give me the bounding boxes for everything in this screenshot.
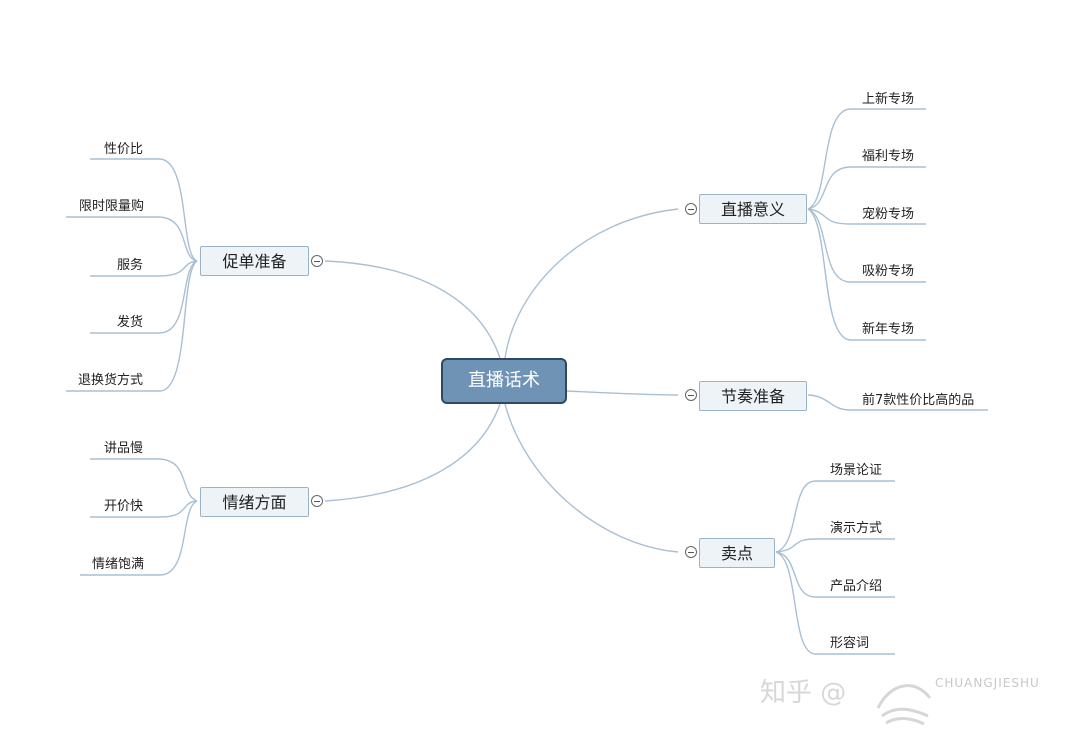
connector-b5-leaf-2	[90, 500, 198, 518]
collapse-toggle-b1[interactable]	[685, 203, 697, 215]
branch-node-b5[interactable]: 情绪方面	[200, 487, 309, 517]
leaf-b1-4[interactable]: 吸粉专场	[862, 264, 915, 279]
branch-node-b3[interactable]: 卖点	[699, 538, 775, 568]
leaf-b1-3[interactable]: 宠粉专场	[862, 207, 915, 222]
connector-b1-leaf-4	[807, 208, 926, 283]
branch-node-b4[interactable]: 促单准备	[200, 246, 309, 276]
leaf-b2-1[interactable]: 前7款性价比高的品	[862, 393, 975, 408]
connector-central-b2	[566, 390, 679, 396]
connector-b1-leaf-1	[807, 108, 926, 210]
connector-b4-leaf-4	[90, 260, 198, 334]
connector-b1-leaf-5	[807, 208, 926, 341]
collapse-toggle-b2[interactable]	[685, 389, 697, 401]
connector-b4-leaf-1	[90, 158, 198, 262]
leaf-b5-1[interactable]: 讲品慢	[104, 441, 144, 456]
connector-b3-leaf-4	[775, 551, 895, 655]
connector-central-b5	[324, 403, 501, 502]
central-node[interactable]: 直播话术	[441, 358, 567, 404]
leaf-b4-4[interactable]: 发货	[117, 315, 144, 330]
connector-b4-leaf-3	[90, 260, 198, 277]
leaf-b3-4[interactable]: 形容词	[830, 636, 870, 651]
leaf-b3-2[interactable]: 演示方式	[830, 521, 883, 536]
leaf-b1-1[interactable]: 上新专场	[862, 92, 915, 107]
branch-node-b2[interactable]: 节奏准备	[699, 381, 807, 411]
connector-b4-leaf-2	[66, 216, 198, 262]
watermark-logo-icon	[876, 684, 932, 726]
collapse-toggle-b3[interactable]	[685, 546, 697, 558]
leaf-b4-2[interactable]: 限时限量购	[79, 199, 145, 214]
leaf-b4-3[interactable]: 服务	[117, 258, 144, 273]
leaf-b1-5[interactable]: 新年专场	[862, 322, 915, 337]
leaf-b5-2[interactable]: 开价快	[104, 499, 144, 514]
watermark-logo-text: CHUANGJIESHU	[935, 676, 1040, 690]
connector-b1-leaf-3	[807, 208, 926, 225]
connector-b3-leaf-2	[775, 538, 895, 553]
connector-central-b1	[504, 208, 679, 359]
leaf-b3-1[interactable]: 场景论证	[830, 463, 883, 478]
leaf-b5-3[interactable]: 情绪饱满	[92, 557, 145, 572]
connector-b3-leaf-1	[775, 480, 895, 553]
connector-b1-leaf-2	[807, 166, 926, 210]
leaf-b4-1[interactable]: 性价比	[104, 142, 144, 157]
leaf-b4-5[interactable]: 退换货方式	[78, 373, 144, 388]
connector-central-b4	[324, 260, 501, 359]
connector-b2-leaf-1	[807, 394, 988, 411]
connector-b5-leaf-3	[80, 500, 198, 576]
connector-b3-leaf-3	[775, 551, 895, 598]
connector-b4-leaf-5	[66, 260, 198, 392]
branch-node-b1[interactable]: 直播意义	[699, 194, 807, 224]
leaf-b1-2[interactable]: 福利专场	[862, 149, 915, 164]
connector-b5-leaf-1	[90, 458, 198, 502]
leaf-b3-3[interactable]: 产品介绍	[830, 579, 883, 594]
collapse-toggle-b5[interactable]	[311, 495, 323, 507]
connector-central-b3	[504, 403, 679, 553]
watermark-text: 知乎 @	[760, 678, 847, 708]
collapse-toggle-b4[interactable]	[311, 255, 323, 267]
